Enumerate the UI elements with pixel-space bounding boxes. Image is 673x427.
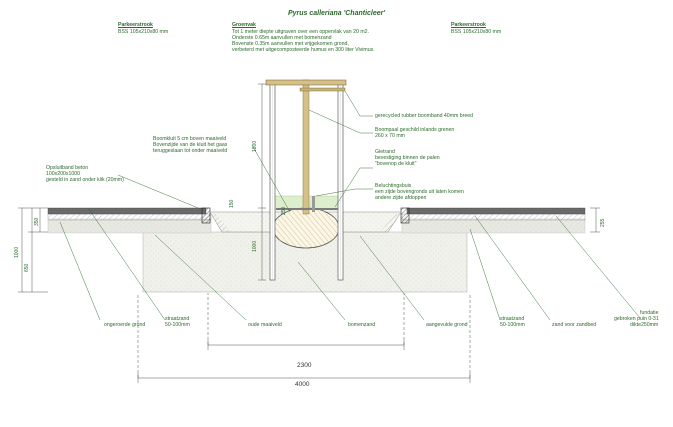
annotation-stake-1: Boompaal geschild inlands grenen xyxy=(375,127,455,133)
annotation-oude-maaiveld: oude maaiveld xyxy=(248,322,282,328)
annotation-fundatie-2: gebroken puin 0-31 xyxy=(614,316,659,322)
drawing-title: Pyrus calleriana 'Chanticleer' xyxy=(287,10,386,17)
kerb-right xyxy=(400,207,410,224)
annotation-straatzand-left-2: 50-100mm xyxy=(165,322,190,328)
annotation-straatzand-right-2: 50-100mm xyxy=(500,322,525,328)
pit-slope-left xyxy=(210,214,230,232)
annotation-rootball-2: Bovenzijde van de kluit het gaas xyxy=(153,142,228,148)
gietrand xyxy=(276,208,338,210)
left-header-title: Parkeerstrook xyxy=(118,22,153,28)
annotation-gietrand-2: bevestiging binnen de palen xyxy=(375,155,440,161)
center-header-line-2: Onderste 0.65m aanvullen met bomenzand xyxy=(232,35,332,41)
dimension-2300: 2300 xyxy=(297,362,312,369)
annotation-gietrand-1: Gietrand xyxy=(375,149,395,155)
center-header-title: Groenvak xyxy=(232,22,256,28)
annotation-aangevulde: aangevulde grond xyxy=(426,322,468,328)
dimension-150: 150 xyxy=(229,199,235,208)
annotation-kerb-1: Opsluitband beton xyxy=(46,165,89,171)
annotation-kerb-3: gesteld in zand onder klik (20mm) xyxy=(46,177,124,183)
stake-crossbeam xyxy=(265,79,347,86)
annotation-rootball-1: Boomkluit 5 cm boven maaiveld xyxy=(153,136,227,142)
dimension-1000-mid: 1000 xyxy=(252,240,258,252)
kerb-left xyxy=(201,207,211,224)
paving-right xyxy=(406,207,586,215)
annotation-stake-2: 260 x 70 mm xyxy=(375,133,405,139)
annotation-aeration-1: Beluchtingsbuis xyxy=(375,183,412,189)
center-header-line-3: Bovenste 0.35m aanvullen met vrijgekomen… xyxy=(232,41,349,47)
annotation-bomenzand: bomenzand xyxy=(348,322,376,328)
center-header-line-1: Tot 1 meter diepte uitgraven over een op… xyxy=(232,29,369,35)
annotation-gietrand-3: "bovenop de kluit" xyxy=(375,161,417,167)
dimension-4000: 4000 xyxy=(295,381,310,388)
annotation-fundatie-1: fundatie xyxy=(640,310,659,316)
rubber-band xyxy=(299,87,346,92)
annotation-kerb-2: 100x200x1000 xyxy=(46,171,81,177)
right-header-title: Parkeerstrook xyxy=(451,22,486,28)
paving-left xyxy=(47,207,207,215)
fundatie-left xyxy=(47,213,212,221)
dimension-350: 350 xyxy=(34,217,40,226)
tree-trunk xyxy=(302,79,310,215)
dimension-1800: 1800 xyxy=(252,140,258,152)
pit-slope-right xyxy=(380,214,401,232)
annotation-ongeroerde: ongeroerde grond xyxy=(104,322,146,328)
annotation-rootball-3: teruggeslaan tot onder maaiveld xyxy=(153,148,228,154)
right-header-line: BSS 105x210x80 mm xyxy=(451,29,502,35)
aeration-pipe xyxy=(312,196,315,212)
center-header-line-4: verbeterd met uitgecomposteerde humus en… xyxy=(232,47,375,53)
annotation-fundatie-3: dikte250mm xyxy=(630,322,659,328)
fundatie-right xyxy=(401,213,586,221)
annotation-aeration-3: andere zijde afdoppen xyxy=(375,195,427,201)
annotation-zandbed: zand voor zandbed xyxy=(552,322,597,328)
annotation-aeration-2: een zijde bovengronds uit laten komen xyxy=(375,189,464,195)
dimension-1000-left: 1000 xyxy=(14,246,20,258)
dimension-255: 255 xyxy=(600,218,606,227)
dimension-250: 250 xyxy=(281,206,287,215)
dimension-650: 650 xyxy=(24,263,30,272)
annotation-straatzand-right-1: straatzand xyxy=(500,316,525,322)
annotation-rubber-band: gerecycled rubber boomband 40mm breed xyxy=(375,113,474,119)
annotation-straatzand-left-1: straatzand xyxy=(165,316,190,322)
left-header-line: BSS 105x210x80 mm xyxy=(118,29,169,35)
